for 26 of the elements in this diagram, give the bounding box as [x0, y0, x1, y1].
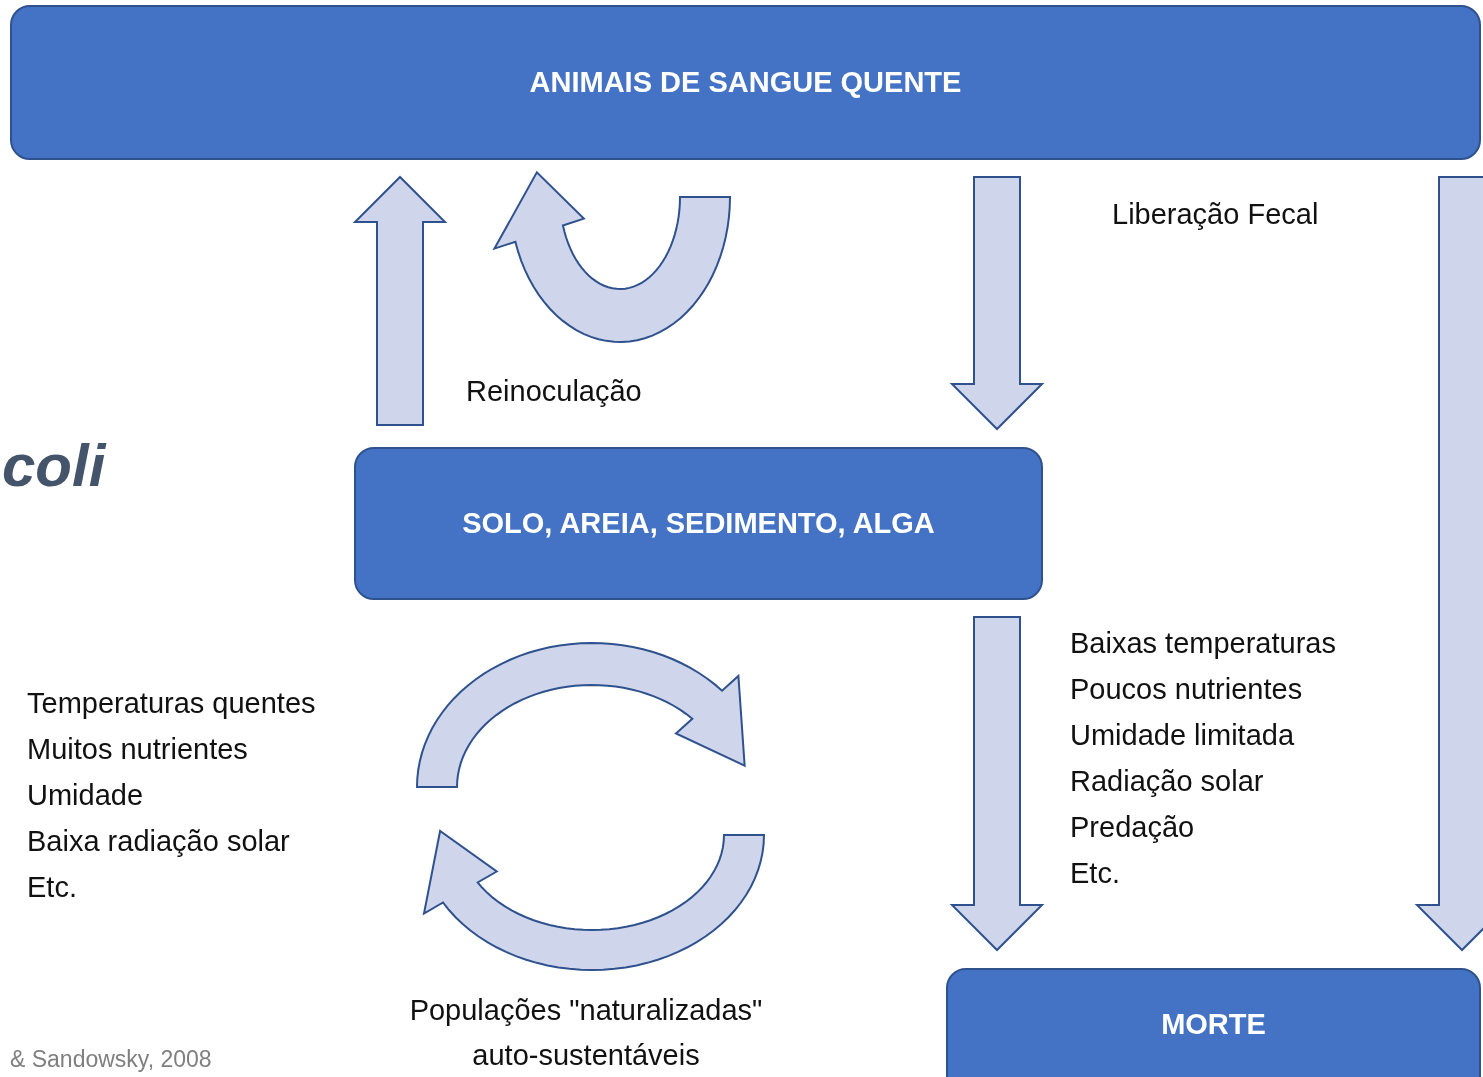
condition-text: Temperaturas quentes	[27, 686, 316, 721]
condition-text: Muitos nutrientes	[27, 732, 248, 767]
condition-text: Radiação solar	[1070, 764, 1264, 799]
block-arrow	[1414, 176, 1483, 952]
block-arrow	[949, 176, 1045, 431]
process-box	[354, 447, 1043, 600]
process-box	[946, 968, 1481, 1077]
title-text: coli	[2, 431, 106, 501]
condition-text: Etc.	[27, 870, 77, 905]
condition-text: Umidade	[27, 778, 144, 813]
condition-text: Poucos nutrientes	[1070, 672, 1303, 707]
caption-text: Populações "naturalizadas" auto-sustentáveis	[408, 993, 764, 1073]
condition-text: Umidade limitada	[1070, 718, 1295, 753]
condition-text: Baixa radiação solar	[27, 824, 290, 859]
block-arrow	[352, 175, 448, 426]
annotation-text: Reinoculação	[466, 374, 642, 409]
block-arrow	[949, 616, 1045, 952]
box-title: ANIMAIS DE SANGUE QUENTE	[529, 66, 962, 99]
annotation-text: Liberação Fecal	[1112, 197, 1319, 232]
box-title: SOLO, AREIA, SEDIMENTO, ALGA	[462, 507, 935, 540]
condition-text: Etc.	[1070, 856, 1120, 891]
process-box	[10, 5, 1481, 160]
box-title: MORTE	[1161, 1008, 1266, 1041]
condition-text: Predação	[1070, 810, 1195, 845]
condition-text: Baixas temperaturas	[1070, 626, 1336, 661]
citation-text: & Sandowsky, 2008	[10, 1046, 212, 1074]
